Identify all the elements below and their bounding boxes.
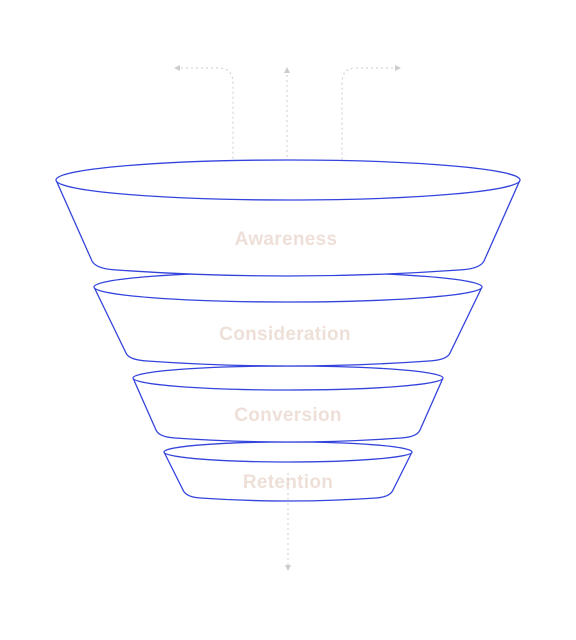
flow-line-right xyxy=(341,67,398,178)
arrowhead-icon xyxy=(174,65,180,71)
funnel-stage-awareness: Awareness xyxy=(55,159,521,277)
arrowhead-icon xyxy=(395,65,401,71)
stage-label-awareness: Awareness xyxy=(235,229,338,250)
arrowhead-icon xyxy=(285,565,291,571)
stage-body xyxy=(132,377,444,443)
stage-body xyxy=(163,451,413,502)
stage-body xyxy=(93,286,483,367)
funnel-stage-consideration: Consideration xyxy=(93,271,483,367)
funnel-stage-conversion: Conversion xyxy=(132,365,444,443)
outgoing-flow xyxy=(285,473,291,571)
stage-body xyxy=(55,179,521,277)
stage-label-retention: Retention xyxy=(243,472,333,493)
stage-rim xyxy=(132,365,444,391)
arrowhead-icon xyxy=(284,67,290,73)
stage-label-consideration: Consideration xyxy=(219,324,351,345)
flow-line-left xyxy=(176,67,234,178)
funnel-stage-retention: Retention xyxy=(163,441,413,502)
stage-rim xyxy=(55,159,521,201)
stage-label-conversion: Conversion xyxy=(234,405,342,426)
stage-rim xyxy=(163,441,413,463)
